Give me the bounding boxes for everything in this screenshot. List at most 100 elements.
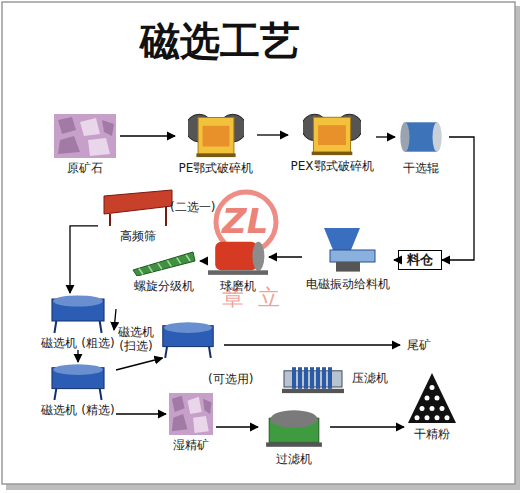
powder-dot	[425, 396, 430, 401]
ore-chunk	[193, 416, 209, 433]
separator-leg	[54, 321, 56, 333]
equipment-node: 电磁振动给料机	[302, 226, 394, 291]
powder-dot	[425, 415, 430, 420]
ore-chunk	[88, 138, 110, 156]
node-label: 料仓	[407, 253, 433, 267]
node-label: 过滤机	[276, 452, 312, 466]
equipment-node: 压滤机	[282, 360, 394, 396]
flow-arrow	[269, 256, 302, 257]
crusher-front	[318, 125, 346, 145]
ore-chunk	[80, 118, 100, 136]
powder-dot	[430, 406, 435, 411]
ore-chunk	[58, 136, 80, 154]
node-label: 压滤机	[344, 371, 388, 385]
powder-dot	[430, 385, 435, 390]
separator-leg	[165, 347, 167, 358]
flow-arrow	[77, 350, 78, 362]
node-label: 磁选机 (扫选)	[114, 325, 158, 353]
ore-chunk	[58, 117, 76, 134]
separator-drum	[164, 322, 212, 333]
screen-leg	[165, 206, 167, 226]
flow-arrow	[257, 134, 288, 135]
equipment-node: 过滤机	[258, 405, 330, 466]
flow-arrow	[70, 226, 98, 293]
flow-arrow	[216, 426, 258, 427]
screen-illustration	[100, 186, 176, 226]
node-label: 尾矿	[407, 338, 431, 352]
ore-photo	[54, 114, 116, 158]
flow-arrow	[394, 259, 398, 260]
crusher-front	[203, 126, 230, 147]
magsep-illustration	[158, 320, 218, 358]
separator-drum	[53, 364, 103, 375]
filter-drum	[270, 410, 317, 428]
node-label: PE鄂式破碎机	[179, 161, 254, 175]
equipment-node: 磁选机 (扫选)	[114, 320, 222, 358]
press-plate	[310, 367, 314, 389]
node-label: 电磁振动给料机	[306, 277, 390, 291]
flow-arrow	[200, 260, 207, 261]
ore-chunk	[172, 396, 185, 412]
spiral-flight	[186, 255, 190, 261]
powder-dot	[440, 406, 445, 411]
crusher-base	[196, 153, 235, 157]
flow-arrow	[120, 135, 175, 136]
equipment-node: 湿精矿	[166, 393, 216, 452]
flow-arrow	[116, 358, 163, 370]
drum-body	[405, 122, 437, 151]
drum-end	[400, 122, 409, 151]
flow-arrow	[330, 426, 404, 427]
powder-dot	[435, 415, 440, 420]
node-label: 磁选机 (精选)	[41, 403, 114, 417]
spiral-trough	[133, 252, 195, 276]
drum-end	[433, 122, 442, 151]
feeder-hopper	[324, 228, 360, 250]
spiral-flight	[148, 266, 152, 272]
crusher-base	[312, 152, 353, 156]
equipment-node: 球磨机	[207, 238, 269, 293]
equipment-node: 干精粉	[404, 372, 460, 441]
separator-leg	[209, 347, 211, 358]
press-plate	[322, 367, 326, 389]
crusher-illustration	[188, 112, 244, 158]
crusher-illustration	[303, 112, 361, 156]
flow-arrow	[116, 413, 166, 414]
powder-dot	[435, 396, 440, 401]
node-label: 湿精矿	[173, 438, 209, 452]
filter-base	[266, 442, 322, 446]
crusher-body	[198, 118, 234, 155]
feeder-base	[336, 262, 360, 272]
note-label: (可选用)	[208, 372, 253, 386]
flow-arrow	[114, 309, 116, 330]
press-plate	[328, 367, 332, 389]
feeder-trough	[330, 250, 375, 262]
ore-photo	[169, 393, 213, 435]
ore-chunk	[187, 397, 201, 414]
spiral-illustration	[131, 246, 197, 276]
powder-dot	[445, 415, 450, 420]
output-node: 尾矿	[402, 338, 436, 352]
node-label: 高频筛	[120, 229, 156, 243]
magsep-illustration	[47, 293, 109, 333]
separator-leg	[100, 389, 102, 400]
ore-illustration	[169, 393, 213, 435]
node-label: 干选辊	[403, 161, 439, 175]
node-label: 磁选机 (粗选)	[41, 336, 114, 350]
equipment-node: 高频筛	[98, 186, 178, 243]
powder-dot	[420, 406, 425, 411]
ore-illustration	[54, 114, 116, 158]
ore-chunk	[102, 120, 114, 136]
press-plate	[298, 367, 302, 389]
spiral-flight	[139, 269, 143, 275]
mill-shell	[215, 242, 257, 270]
ore-chunk	[172, 414, 188, 431]
drum-illustration	[398, 116, 444, 158]
equipment-node: 原矿石	[50, 114, 120, 175]
spiral-flight	[158, 263, 162, 269]
screen-leg	[109, 214, 111, 226]
crusher-body	[313, 117, 350, 152]
equipment-node: 干选辊	[395, 116, 447, 175]
equipment-node: 磁选机 (精选)	[40, 362, 116, 417]
equipment-node: 磁选机 (粗选)	[40, 293, 116, 350]
separator-drum	[53, 295, 103, 306]
